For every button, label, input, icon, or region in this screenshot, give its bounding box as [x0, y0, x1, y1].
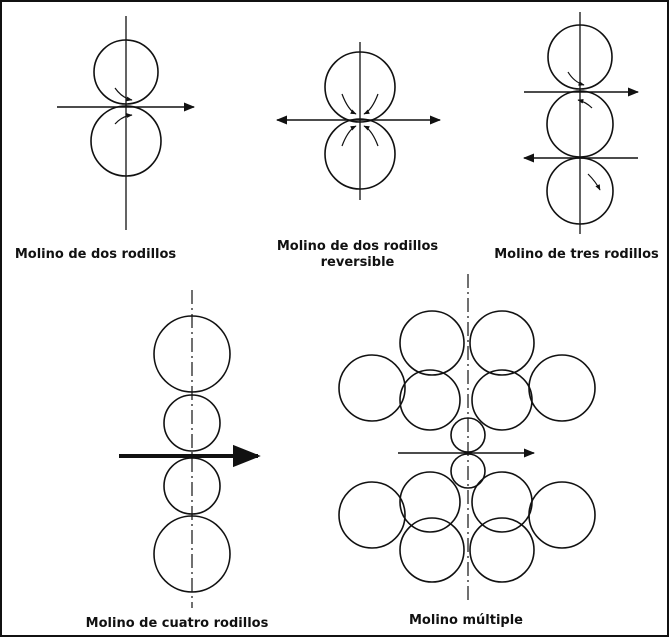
caption-four-high-mill: Molino de cuatro rodillos [62, 616, 292, 632]
three-high-mill [522, 12, 640, 234]
lower-backup-roll [153, 515, 231, 593]
lower-roll [90, 105, 162, 177]
rotation-arrow [577, 98, 593, 109]
caption-line-2: reversible [320, 255, 395, 270]
caption-text: Molino múltiple [409, 613, 523, 628]
upper-work-roll [163, 394, 221, 452]
rotation-arrow [341, 125, 357, 147]
two-high-reversing-mill [275, 42, 442, 200]
caption-two-high-mill: Molino de dos rodillos [8, 247, 183, 263]
rotation-arrow [114, 113, 133, 125]
caption-three-high-mill: Molino de tres rodillos [484, 247, 669, 263]
two-high-mill [57, 16, 196, 230]
rotation-arrow [114, 87, 133, 102]
upper-work-roll [450, 417, 486, 453]
upper-backup-roll [153, 315, 231, 393]
caption-cluster-mill: Molino múltiple [386, 613, 546, 629]
rotation-arrow [567, 71, 585, 86]
upper-roll [93, 39, 159, 105]
four-high-mill [119, 290, 261, 608]
caption-line-1: Molino de dos rodillos [276, 239, 439, 254]
caption-text: Molino de cuatro rodillos [85, 616, 269, 631]
lower-work-roll [450, 453, 486, 489]
top-roll [547, 24, 613, 90]
caption-text: Molino de tres rodillos [494, 247, 659, 262]
rotation-arrow [363, 125, 379, 147]
caption-two-high-reversing-mill: Molino de dos rodillos reversible [245, 239, 470, 271]
rotation-arrow [341, 93, 357, 115]
caption-text: Molino de dos rodillos [14, 247, 177, 262]
rotation-arrow [363, 93, 379, 115]
middle-roll [546, 90, 614, 158]
cluster-mill [338, 274, 596, 604]
rotation-arrow [587, 173, 601, 191]
